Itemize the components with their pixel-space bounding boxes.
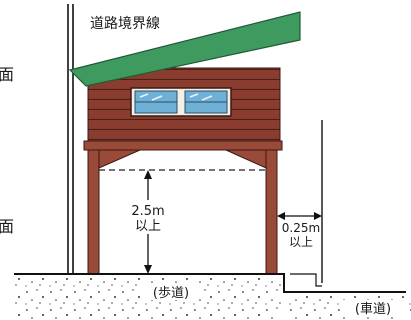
sidewalk-label-bg [144, 284, 198, 300]
left-edge-text-lower: 面 [0, 217, 14, 236]
roadway-label-bg [342, 300, 404, 317]
left-edge-text-upper: 面 [0, 65, 14, 84]
ground-line [14, 273, 406, 293]
window [130, 87, 232, 117]
clearance-unit-label: 以上 [135, 219, 161, 234]
green-roof [68, 11, 301, 87]
corner-braces [98, 149, 267, 169]
floor-beam [83, 140, 283, 151]
right-post [265, 149, 278, 275]
clearance-label-bg [128, 200, 172, 234]
road-boundary-label: 道路境界線 [90, 16, 160, 32]
sidewalk-label: (歩道) [153, 286, 189, 301]
setback-value-label: 0.25m [282, 221, 320, 235]
clearance-value-label: 2.5m [131, 204, 164, 219]
curb-step [290, 273, 322, 287]
road-boundary-line [67, 4, 74, 274]
setback-dimension-arrow [277, 212, 322, 220]
roadway-label: (車道) [355, 302, 391, 317]
left-post [87, 149, 100, 275]
setback-unit-label: 以上 [289, 235, 313, 249]
